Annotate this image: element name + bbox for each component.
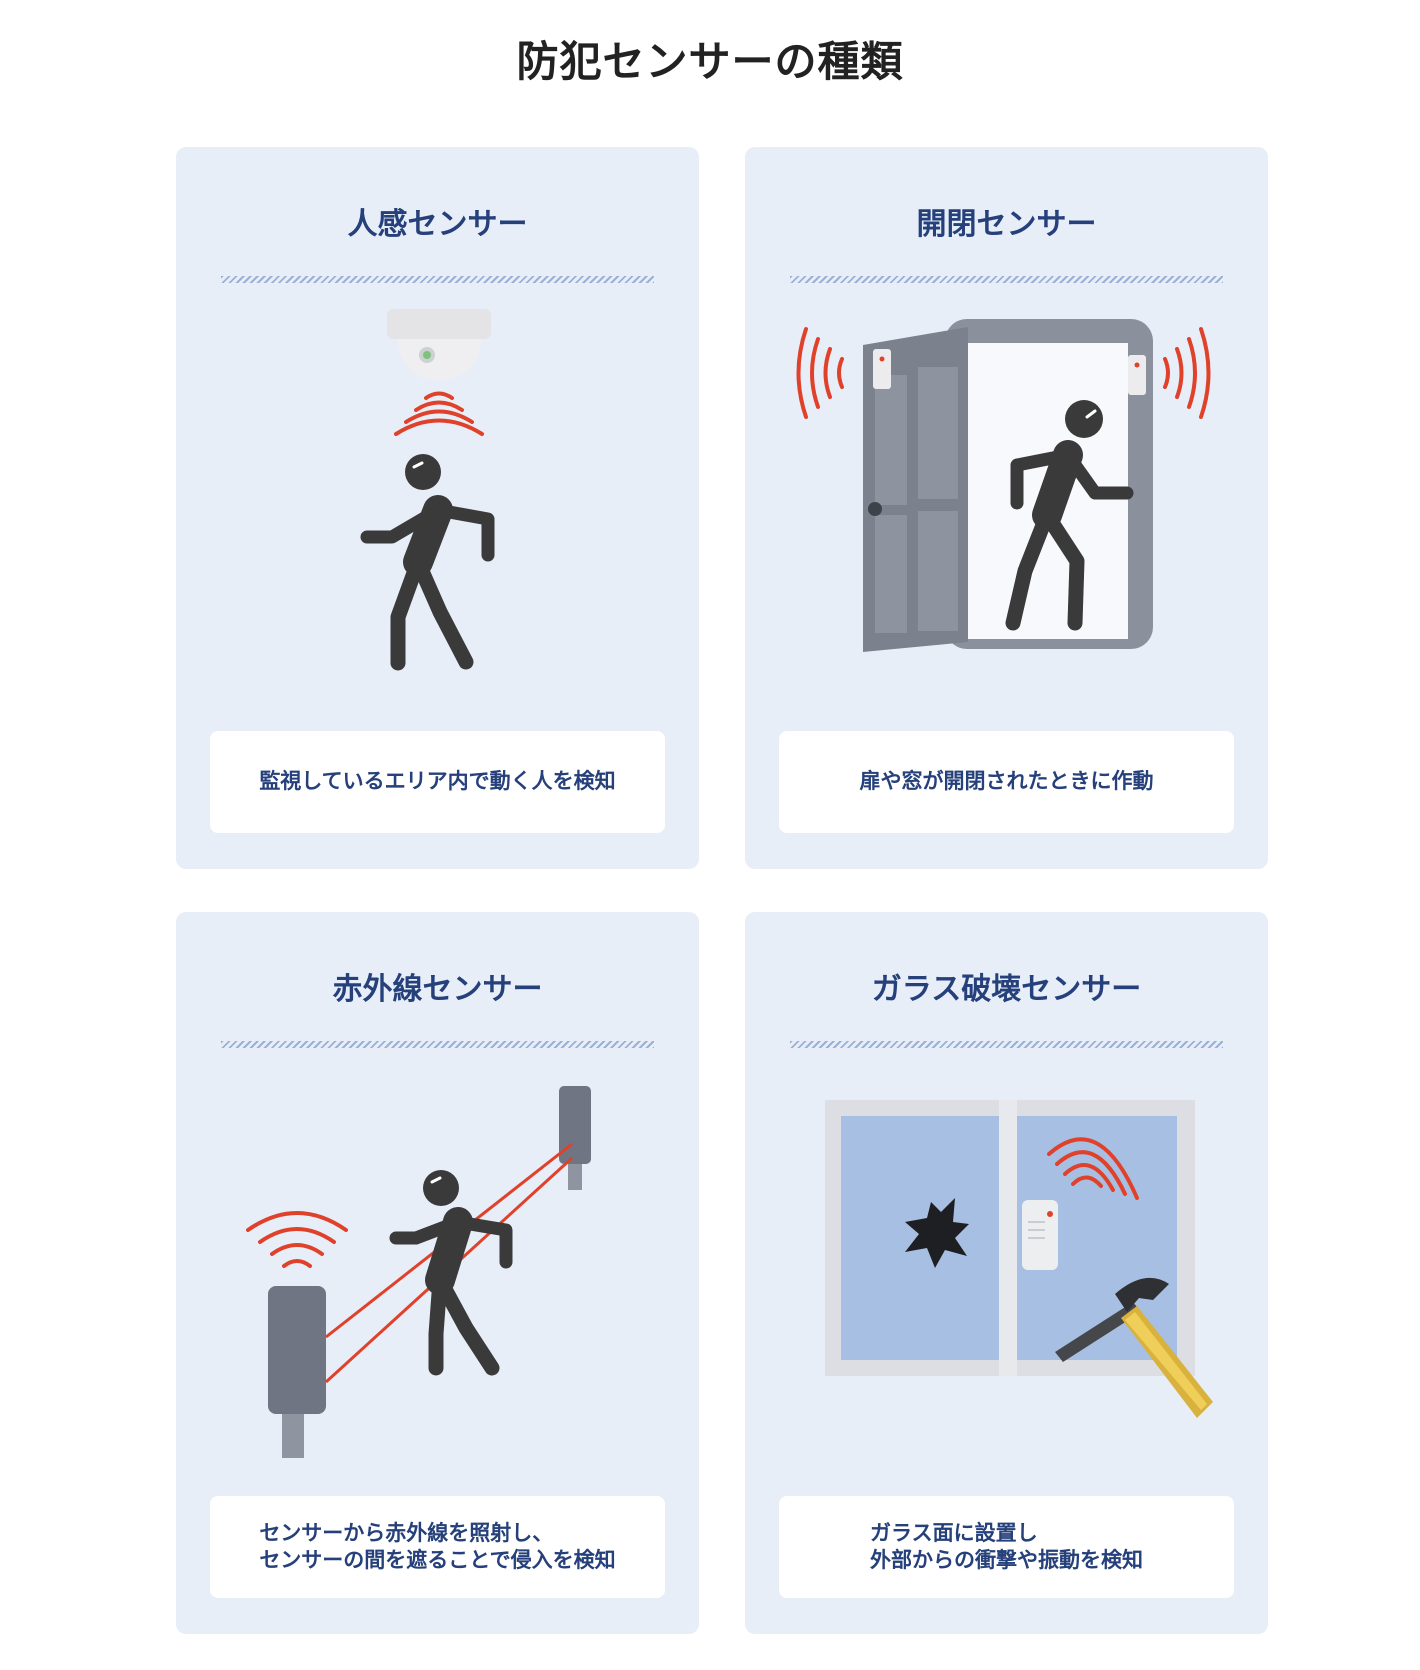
- signal-waves-icon: [796, 327, 1211, 419]
- description-line: 監視しているエリア内で動く人を検知: [259, 769, 616, 794]
- description-line: センサーから赤外線を照射し、: [259, 1520, 554, 1545]
- divider: [221, 276, 654, 283]
- broken-glass-icon: [905, 1198, 969, 1268]
- card-motion-sensor: 人感センサー 監視しているエリア内で動く人を検知: [176, 147, 699, 869]
- description-line: ガラス面に設置し: [870, 1520, 1038, 1545]
- walking-person-icon: [360, 454, 495, 671]
- divider: [221, 1041, 654, 1048]
- divider: [790, 276, 1223, 283]
- door-sensor-icon: [873, 349, 1146, 395]
- divider: [790, 1041, 1223, 1048]
- description-line: 扉や窓が開閉されたときに作動: [859, 769, 1154, 794]
- signal-waves-icon: [394, 391, 484, 436]
- door-sensor-illustration: [796, 319, 1211, 652]
- motion-sensor-illustration: [360, 309, 495, 671]
- description-line: 外部からの衝撃や振動を検知: [870, 1548, 1143, 1572]
- description-box: 扉や窓が開閉されたときに作動: [779, 731, 1234, 833]
- infrared-post-icon: [268, 1086, 591, 1458]
- card-title: 開閉センサー: [916, 207, 1097, 242]
- card-title: ガラス破壊センサー: [871, 972, 1142, 1007]
- signal-waves-icon: [1047, 1137, 1139, 1200]
- card-title: 赤外線センサー: [332, 972, 543, 1007]
- walking-person-icon: [1005, 400, 1134, 631]
- card-title: 人感センサー: [347, 207, 528, 242]
- description-box: センサーから赤外線を照射し、 センサーの間を遮ることで侵入を検知: [210, 1496, 665, 1598]
- ceiling-sensor-icon: [387, 309, 491, 381]
- page-title: 防犯センサーの種類: [516, 37, 904, 86]
- hammer-icon: [1055, 1277, 1213, 1418]
- glass-sensor-icon: [1022, 1200, 1058, 1270]
- description-line: センサーの間を遮ることで侵入を検知: [259, 1548, 616, 1572]
- open-door-icon: [863, 327, 968, 652]
- glass-break-sensor-illustration: [825, 1100, 1213, 1418]
- infrared-sensor-illustration: [246, 1086, 591, 1458]
- description-box: ガラス面に設置し 外部からの衝撃や振動を検知: [779, 1496, 1234, 1598]
- description-box: 監視しているエリア内で動く人を検知: [210, 731, 665, 833]
- card-infrared-sensor: 赤外線センサー センサーから赤外線を: [176, 912, 699, 1634]
- card-glass-break-sensor: ガラス破壊センサー: [745, 912, 1268, 1634]
- signal-waves-icon: [246, 1211, 348, 1268]
- card-door-sensor: 開閉センサー: [745, 147, 1268, 869]
- walking-person-icon: [389, 1170, 513, 1376]
